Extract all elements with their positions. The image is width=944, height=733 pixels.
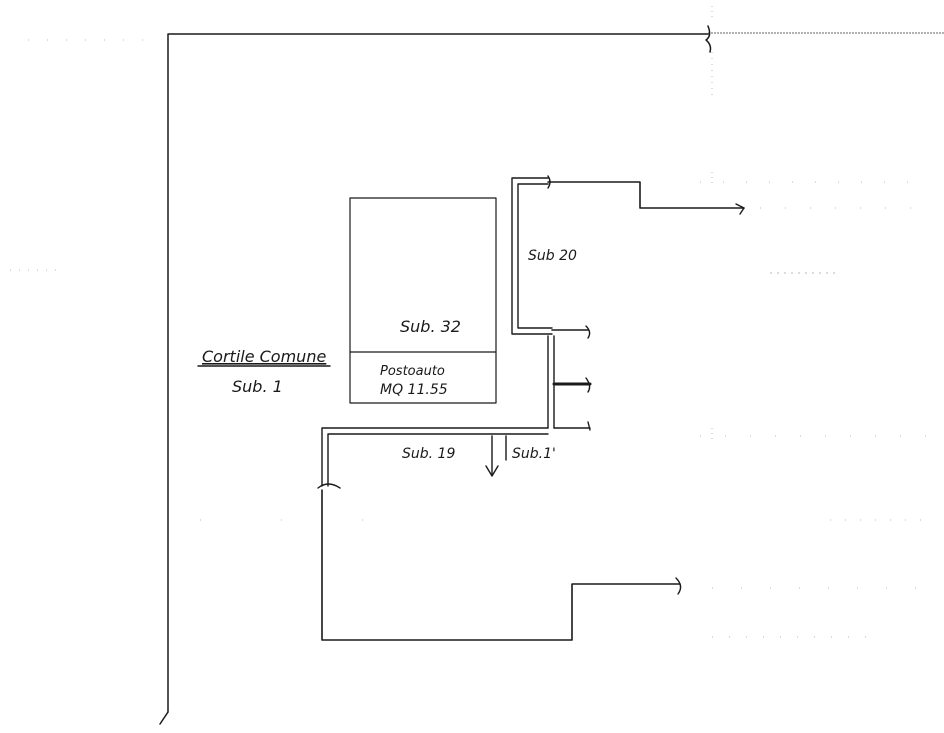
sub-19-label: Sub. 19 — [402, 446, 455, 462]
sub-20-label: Sub 20 — [528, 248, 577, 264]
corridor-walls — [547, 335, 592, 431]
sub-1-prime-label: Sub.1' — [512, 446, 556, 462]
posto-auto-label: Postoauto — [380, 364, 445, 379]
sub-32-label: Sub. 32 — [400, 317, 461, 336]
sub-20-outline — [511, 175, 745, 339]
outer-boundary — [159, 25, 944, 725]
sub-19-outline — [317, 427, 682, 641]
scan-dots — [10, 6, 930, 638]
cortile-sub-label: Sub. 1 — [232, 377, 283, 396]
cortile-comune-label: Cortile Comune — [202, 347, 326, 366]
posto-area-label: MQ 11.55 — [380, 382, 448, 398]
sub-32-box — [349, 197, 497, 404]
